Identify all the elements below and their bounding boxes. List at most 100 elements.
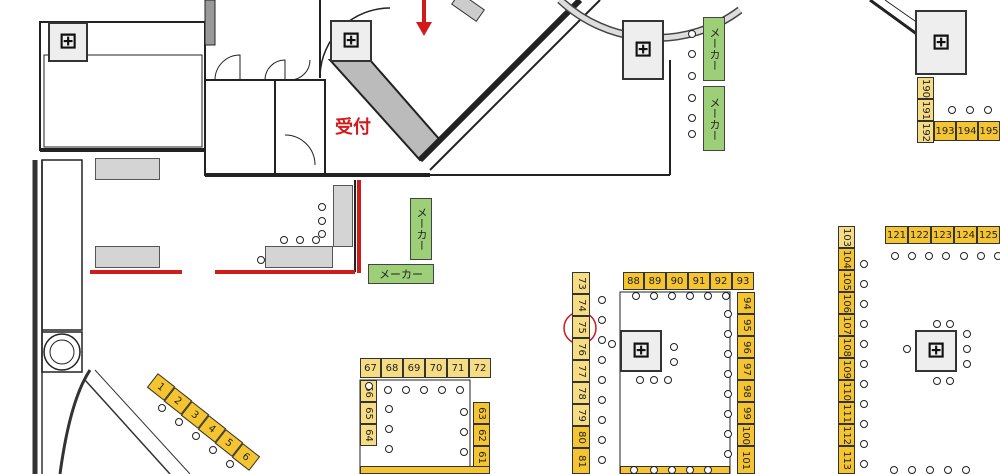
booth-124[interactable]: 124 bbox=[954, 226, 977, 244]
booth-72[interactable]: 72 bbox=[469, 358, 491, 378]
booth-67[interactable]: 67 bbox=[360, 358, 381, 378]
booth-99[interactable]: 99 bbox=[737, 402, 755, 424]
chair-icon bbox=[318, 230, 326, 238]
booth-192[interactable]: 192 bbox=[917, 121, 934, 143]
chair-icon bbox=[724, 370, 732, 378]
chair-icon bbox=[860, 320, 868, 328]
booth-98[interactable]: 98 bbox=[737, 380, 755, 402]
booth-105[interactable]: 105 bbox=[838, 270, 855, 292]
booth-91[interactable]: 91 bbox=[688, 272, 710, 290]
chair-icon bbox=[724, 330, 732, 338]
booth-112[interactable]: 112 bbox=[838, 424, 855, 446]
booth-68[interactable]: 68 bbox=[381, 358, 403, 378]
booth-106[interactable]: 106 bbox=[838, 292, 855, 314]
booth-193[interactable]: 193 bbox=[934, 121, 956, 141]
booth-100[interactable]: 100 bbox=[737, 424, 755, 446]
chair-icon bbox=[994, 252, 1000, 260]
booth-74[interactable]: 74 bbox=[572, 294, 590, 316]
chair-icon bbox=[977, 252, 985, 260]
booth-103[interactable]: 103 bbox=[838, 226, 855, 248]
booth-195[interactable]: 195 bbox=[978, 121, 1000, 141]
booth-125[interactable]: 125 bbox=[977, 226, 1000, 244]
booth-79[interactable]: 79 bbox=[572, 404, 590, 426]
booth-62[interactable]: 62 bbox=[473, 424, 490, 446]
booth-93[interactable]: 93 bbox=[732, 272, 754, 290]
chair-icon bbox=[724, 390, 732, 398]
booth-104[interactable]: 104 bbox=[838, 248, 855, 270]
booth-111[interactable]: 111 bbox=[838, 402, 855, 424]
chair-icon bbox=[688, 30, 696, 38]
pillar-cross-icon: ⊞ bbox=[622, 20, 664, 80]
chair-icon bbox=[384, 386, 392, 394]
chair-icon bbox=[175, 418, 183, 426]
booth-77[interactable]: 77 bbox=[572, 360, 590, 382]
booth-108[interactable]: 108 bbox=[838, 336, 855, 358]
booth-81[interactable]: 81 bbox=[572, 448, 590, 474]
booth-123[interactable]: 123 bbox=[931, 226, 954, 244]
booth-95[interactable]: 95 bbox=[737, 314, 755, 336]
maker-booth: メーカー bbox=[703, 17, 725, 81]
booth-73[interactable]: 73 bbox=[572, 272, 590, 294]
booth-75[interactable]: 75 bbox=[572, 316, 590, 338]
chair-icon bbox=[704, 292, 712, 300]
booth-107[interactable]: 107 bbox=[838, 314, 855, 336]
booth-64[interactable]: 64 bbox=[360, 424, 377, 446]
chair-icon bbox=[926, 466, 934, 474]
table bbox=[95, 158, 160, 180]
booth-110[interactable]: 110 bbox=[838, 380, 855, 402]
chair-icon bbox=[456, 386, 464, 394]
booth-63[interactable]: 63 bbox=[473, 402, 490, 424]
chair-icon bbox=[280, 236, 288, 244]
booth-191[interactable]: 191 bbox=[917, 99, 934, 121]
booth-71[interactable]: 71 bbox=[447, 358, 469, 378]
chair-icon bbox=[724, 430, 732, 438]
booth-80[interactable]: 80 bbox=[572, 426, 590, 448]
booth-96[interactable]: 96 bbox=[737, 336, 755, 358]
booth-89[interactable]: 89 bbox=[644, 272, 666, 290]
chair-icon bbox=[946, 377, 954, 385]
booth-90[interactable]: 90 bbox=[666, 272, 688, 290]
chair-icon bbox=[724, 350, 732, 358]
booth-65[interactable]: 65 bbox=[360, 402, 377, 424]
booth-101[interactable]: 101 bbox=[737, 446, 755, 474]
chair-icon bbox=[385, 405, 393, 413]
chair-icon bbox=[226, 460, 234, 468]
reception-label: 受付 bbox=[335, 117, 371, 138]
chair-icon bbox=[257, 256, 265, 264]
booth-69[interactable]: 69 bbox=[403, 358, 425, 378]
booth-76[interactable]: 76 bbox=[572, 338, 590, 360]
chair-icon bbox=[962, 466, 970, 474]
partition-bar bbox=[357, 180, 361, 273]
chair-icon bbox=[860, 300, 868, 308]
booth-61[interactable]: 61 bbox=[473, 446, 490, 468]
booth-194[interactable]: 194 bbox=[956, 121, 978, 141]
pillar-cross-icon: ⊞ bbox=[330, 20, 372, 62]
pillar-cross-icon: ⊞ bbox=[620, 330, 662, 372]
booth-109[interactable]: 109 bbox=[838, 358, 855, 380]
chair-icon bbox=[984, 106, 992, 114]
chair-icon bbox=[963, 330, 971, 338]
booth-70[interactable]: 70 bbox=[425, 358, 447, 378]
booth-94[interactable]: 94 bbox=[737, 292, 755, 314]
chair-icon bbox=[903, 345, 911, 353]
chair-icon bbox=[724, 450, 732, 458]
booth-97[interactable]: 97 bbox=[737, 358, 755, 380]
booth-121[interactable]: 121 bbox=[885, 226, 908, 244]
booth-92[interactable]: 92 bbox=[710, 272, 732, 290]
chair-icon bbox=[686, 292, 694, 300]
chair-icon bbox=[312, 236, 320, 244]
chair-icon bbox=[860, 360, 868, 368]
chair-icon bbox=[668, 292, 676, 300]
booth-122[interactable]: 122 bbox=[908, 226, 931, 244]
booth-78[interactable]: 78 bbox=[572, 382, 590, 404]
chair-icon bbox=[860, 260, 868, 268]
booth-190[interactable]: 190 bbox=[917, 77, 934, 99]
chair-icon bbox=[948, 106, 956, 114]
booth-113[interactable]: 113 bbox=[838, 446, 855, 474]
chair-icon bbox=[460, 448, 468, 456]
chair-icon bbox=[933, 320, 941, 328]
chair-icon bbox=[724, 410, 732, 418]
chair-icon bbox=[966, 106, 974, 114]
chair-icon bbox=[946, 320, 954, 328]
booth-88[interactable]: 88 bbox=[623, 272, 644, 290]
